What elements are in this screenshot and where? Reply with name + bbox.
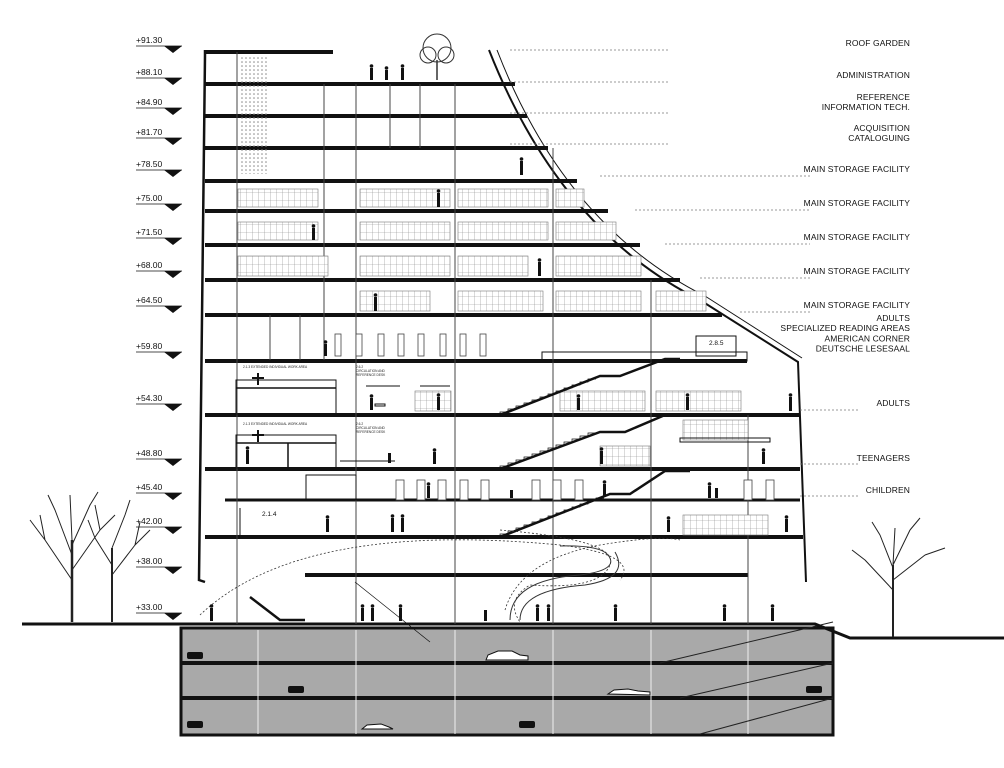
level-triangle (164, 613, 182, 620)
level-label: +75.00 (136, 193, 163, 203)
ramp-line-3 (699, 697, 834, 735)
book-shelf-pairs (334, 333, 775, 501)
level-triangle (164, 170, 182, 177)
car-outlines (360, 650, 651, 730)
level-triangle (164, 238, 182, 245)
function-label: MAIN STORAGE FACILITY (804, 266, 911, 276)
tree-right (851, 517, 946, 637)
function-label: AMERICAN CORNER (824, 333, 910, 343)
level-triangle (164, 527, 182, 534)
level-triangle (164, 78, 182, 85)
storage-stacks (237, 188, 769, 536)
parked-cars (187, 652, 822, 728)
level-label: +48.80 (136, 448, 163, 458)
function-label: ROOF GARDEN (846, 38, 910, 48)
parking-outline (179, 626, 835, 737)
small-note: CIRCULATION AND (356, 369, 386, 373)
small-notes: 2.1.3 EXTENDED INDIVIDUAL WORK AREA 2.6.2… (243, 365, 386, 434)
level-triangle (164, 493, 182, 500)
level-label: +45.40 (136, 482, 163, 492)
level-label: +59.80 (136, 341, 163, 351)
rooms (235, 335, 771, 535)
level-label: +38.00 (136, 556, 163, 566)
function-label: MAIN STORAGE FACILITY (804, 164, 911, 174)
level-label: +81.70 (136, 127, 163, 137)
level-label: +78.50 (136, 159, 163, 169)
function-label: MAIN STORAGE FACILITY (804, 300, 911, 310)
function-label: CATALOGUING (848, 133, 910, 143)
east-facade-inner (496, 49, 803, 359)
function-label: MAIN STORAGE FACILITY (804, 198, 911, 208)
function-label: SPECIALIZED READING AREAS (780, 323, 910, 333)
level-markers: +91.30 +88.10 +84.90 +81.70 +78.50 +75.00 +71.… (136, 35, 182, 620)
ground-line (22, 622, 1004, 640)
function-label: DEUTSCHE LESESAAL (816, 344, 910, 354)
roof-tree (419, 33, 455, 80)
parking-fill (181, 628, 833, 735)
level-label: +84.90 (136, 97, 163, 107)
parking-basement (179, 621, 835, 737)
people (210, 68, 792, 621)
room-labels: 2.8.5 2.1.4 (262, 340, 724, 518)
function-label: ADULTS (876, 313, 910, 323)
people-heads (209, 64, 793, 608)
level-triangle (164, 138, 182, 145)
function-label: CHILDREN (866, 485, 910, 495)
small-note: CIRCULATION AND (356, 426, 386, 430)
stair-core (239, 56, 269, 174)
level-triangle (164, 352, 182, 359)
small-note: 2.1.3 EXTENDED INDIVIDUAL WORK AREA (243, 422, 308, 426)
level-triangle (164, 108, 182, 115)
small-note: REFERENCE DESK (356, 430, 386, 434)
level-label: +88.10 (136, 67, 163, 77)
function-label: INFORMATION TECH. (822, 102, 910, 112)
function-label: REFERENCE (857, 92, 911, 102)
trees-left (29, 491, 151, 622)
level-triangle (164, 404, 182, 411)
room-label: 2.8.5 (709, 340, 724, 347)
function-labels: ROOF GARDEN ADMINISTRATION REFERENCEINFORM… (780, 38, 910, 495)
level-triangle (164, 271, 182, 278)
function-label: ADULTS (876, 398, 910, 408)
room-label: 2.1.4 (262, 511, 277, 518)
function-label: ACQUISITION (854, 123, 910, 133)
small-note: REFERENCE DESK (356, 373, 386, 377)
leader-lines (510, 49, 860, 497)
small-note: 2.1.3 EXTENDED INDIVIDUAL WORK AREA (243, 365, 308, 369)
floor-slabs (205, 50, 803, 577)
level-triangle (164, 459, 182, 466)
level-label: +42.00 (136, 516, 163, 526)
stairs (249, 357, 690, 622)
level-label: +68.00 (136, 260, 163, 270)
small-note: 2.6.2 (356, 365, 363, 369)
level-triangle (164, 306, 182, 313)
level-label: +71.50 (136, 227, 163, 237)
level-triangle (164, 46, 182, 53)
small-note: 2.6.2 (356, 422, 363, 426)
ramp-line-2 (679, 662, 834, 699)
level-triangle (164, 204, 182, 211)
function-label: MAIN STORAGE FACILITY (804, 232, 911, 242)
ramp-curves (509, 545, 620, 621)
crosses (252, 373, 450, 442)
ramp-line-1 (659, 621, 834, 664)
level-label: +33.00 (136, 602, 163, 612)
level-label: +54.30 (136, 393, 163, 403)
level-label: +91.30 (136, 35, 163, 45)
west-facade (197, 50, 207, 584)
columns (236, 52, 749, 624)
function-label: TEENAGERS (857, 453, 911, 463)
level-triangle (164, 567, 182, 574)
dashed-curves (199, 529, 681, 623)
stair-treads (354, 378, 604, 643)
function-label: ADMINISTRATION (837, 70, 911, 80)
level-label: +64.50 (136, 295, 163, 305)
